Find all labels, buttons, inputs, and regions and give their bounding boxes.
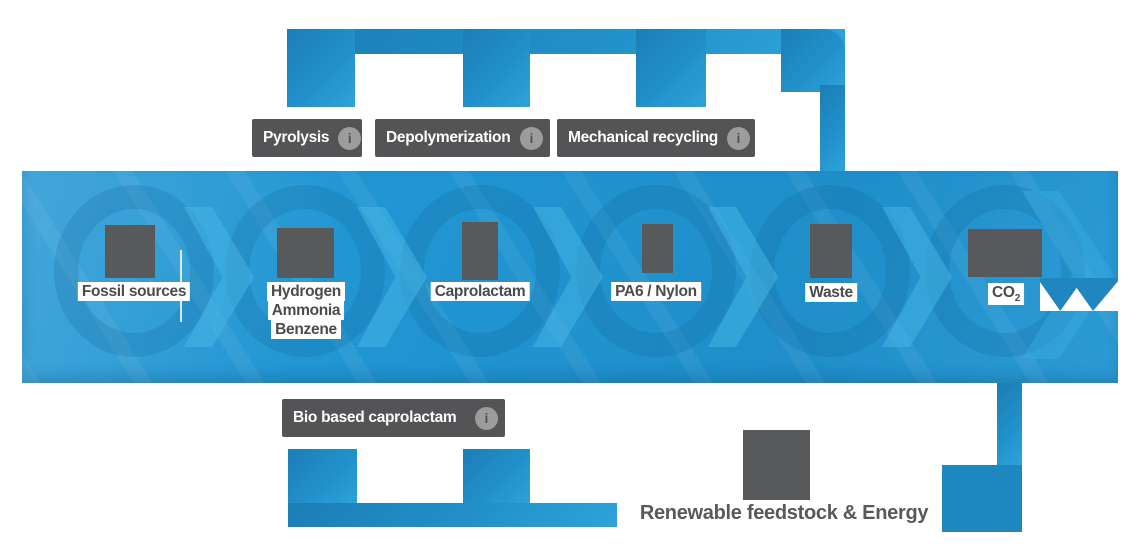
process-label: Depolymerization xyxy=(386,129,511,146)
station-label-line: Benzene xyxy=(271,320,341,339)
ribbon-notch-decoration xyxy=(1040,278,1118,311)
station-label-caprolactam: Caprolactam xyxy=(430,282,530,302)
bottom-pipe-riser-left xyxy=(288,449,357,505)
station-label-fossil-sources: Fossil sources xyxy=(77,282,191,302)
waste-icon xyxy=(810,224,852,278)
top-pipe-drop-mechanical xyxy=(636,29,706,107)
info-icon[interactable]: i xyxy=(520,126,543,150)
station-label-pa6-nylon: PA6 / Nylon xyxy=(611,282,701,302)
station-label-line: Hydrogen xyxy=(267,282,345,301)
fossil-sources-icon xyxy=(105,225,155,278)
ribbon-m-shape xyxy=(1040,278,1118,311)
bottom-pipe-riser-right xyxy=(463,449,530,505)
bottom-pipe-bar xyxy=(288,503,617,527)
station-label-waste: Waste xyxy=(805,283,857,303)
top-pipe-riser-from-waste xyxy=(820,85,845,172)
band-shade-decoration xyxy=(22,171,1118,383)
process-box-bio-based-caprolactam[interactable]: Bio based caprolactam i xyxy=(282,399,505,437)
renewable-feedstock-icon xyxy=(743,430,810,500)
right-pipe-drop xyxy=(997,383,1022,467)
top-pipe-drop-pyrolysis xyxy=(287,29,355,107)
caprolactam-icon xyxy=(462,222,498,280)
co2-subscript: 2 xyxy=(1014,293,1021,305)
process-box-pyrolysis[interactable]: Pyrolysis i xyxy=(252,119,362,157)
info-icon[interactable]: i xyxy=(338,126,362,150)
co2-icon xyxy=(968,229,1042,277)
chemicals-icon xyxy=(277,228,334,278)
station-label-co2: CO2 xyxy=(988,283,1024,306)
process-label: Mechanical recycling xyxy=(568,129,718,146)
info-icon[interactable]: i xyxy=(726,126,750,150)
right-pipe-block xyxy=(942,465,1022,532)
process-box-depolymerization[interactable]: Depolymerization i xyxy=(375,119,550,157)
station-label-hydrogen-ammonia-benzene: Hydrogen Ammonia Benzene xyxy=(267,282,345,339)
pa6-nylon-icon xyxy=(642,224,673,273)
renewable-feedstock-label: Renewable feedstock & Energy xyxy=(639,502,929,524)
process-label: Bio based caprolactam xyxy=(293,409,457,426)
main-flow-band xyxy=(22,171,1118,383)
process-label: Pyrolysis xyxy=(263,129,330,146)
process-box-mechanical-recycling[interactable]: Mechanical recycling i xyxy=(557,119,755,157)
top-pipe-elbow xyxy=(781,29,845,92)
top-pipe-drop-depolymerization xyxy=(463,29,530,107)
info-icon[interactable]: i xyxy=(475,406,498,430)
top-pipe-bar xyxy=(289,29,845,54)
station-label-line: Ammonia xyxy=(267,301,345,320)
